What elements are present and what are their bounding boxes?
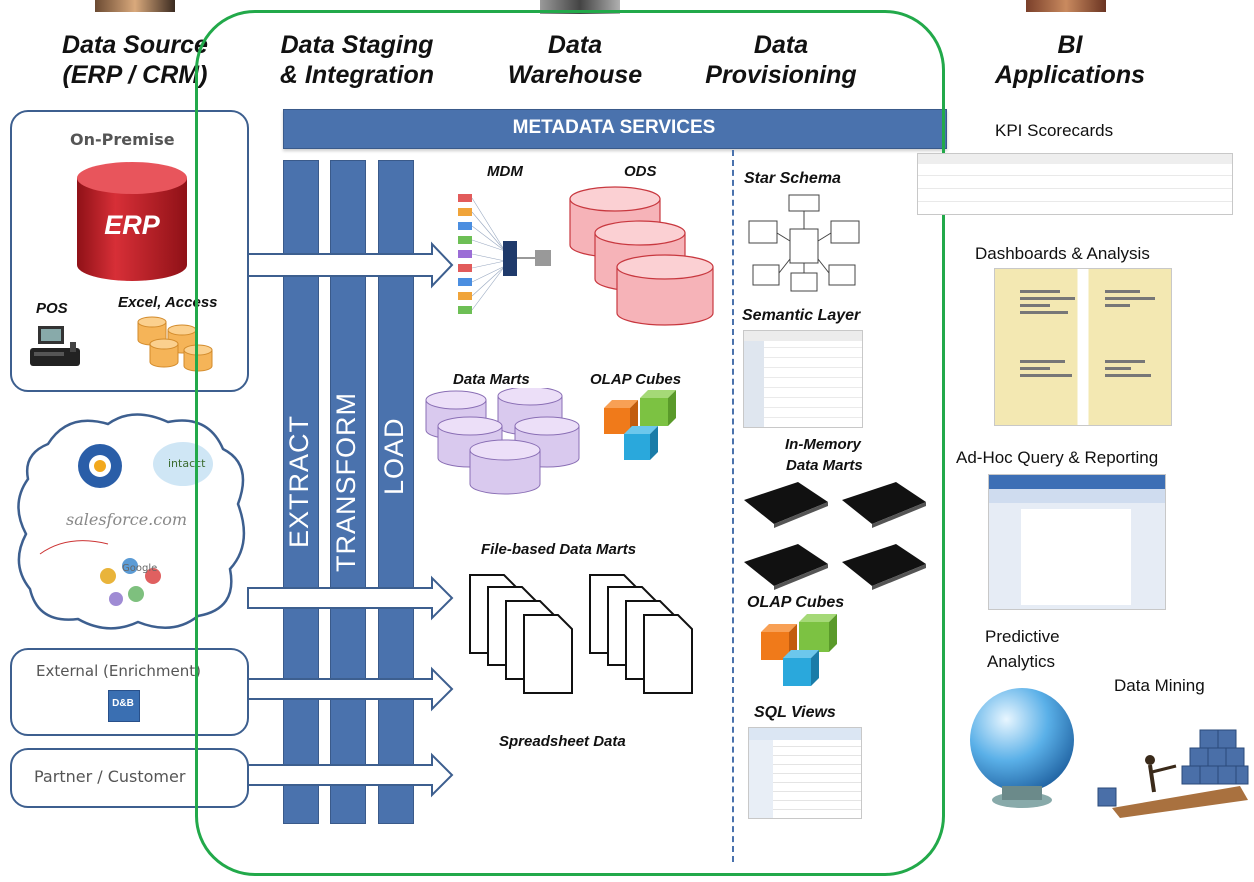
cloud-sources-icon xyxy=(17,413,246,630)
header-bi-applications-line2: Applications xyxy=(994,61,1145,89)
file-based-data-marts-label: File-based Data Marts xyxy=(481,541,637,558)
erp-label: ERP xyxy=(104,210,160,240)
memory-chip-icon-2 xyxy=(842,482,926,528)
spreadsheet-files-icon xyxy=(469,574,693,694)
predictive-label-line1: Predictive xyxy=(985,627,1060,646)
header-data-provisioning: Data Provisioning xyxy=(686,30,876,90)
memory-chip-icon-3 xyxy=(744,544,828,590)
adhoc-screenshot xyxy=(988,474,1166,610)
sql-views-label: SQL Views xyxy=(754,704,836,721)
data-mining-icon xyxy=(1097,729,1249,818)
mdm-label: MDM xyxy=(487,163,523,180)
top-photo-right xyxy=(1026,0,1106,12)
adhoc-label: Ad-Hoc Query & Reporting xyxy=(956,448,1159,467)
external-label: External (Enrichment) xyxy=(36,662,202,680)
excel-access-databases-icon xyxy=(137,316,213,372)
integration-frame xyxy=(195,10,945,876)
in-memory-label-line2: Data Marts xyxy=(786,457,863,474)
header-data-warehouse-line2: Warehouse xyxy=(507,61,643,89)
olap-cubes-provisioning-label: OLAP Cubes xyxy=(747,594,845,611)
erp-database-icon xyxy=(77,162,187,281)
data-mining-label: Data Mining xyxy=(1114,676,1205,695)
olap-cubes-warehouse-icon xyxy=(604,390,676,460)
memory-chip-icon-1 xyxy=(744,482,828,528)
header-data-warehouse-line1: Data xyxy=(547,31,603,59)
ods-label: ODS xyxy=(624,163,657,180)
ods-databases-icon xyxy=(569,186,714,326)
kpi-scorecards-screenshot xyxy=(917,153,1233,215)
in-memory-label-line1: In-Memory xyxy=(785,436,861,453)
star-schema-label: Star Schema xyxy=(744,170,841,187)
provisioning-separator xyxy=(732,150,734,862)
dashboards-label: Dashboards & Analysis xyxy=(975,244,1150,263)
sql-views-screenshot xyxy=(748,727,862,819)
header-data-provisioning-line2: Provisioning xyxy=(705,61,857,89)
partner-label: Partner / Customer xyxy=(34,767,186,786)
metadata-services-label: METADATA SERVICES xyxy=(512,117,716,138)
pos-terminal-icon xyxy=(30,326,80,366)
memory-chip-icon-4 xyxy=(842,544,926,590)
header-data-source-line2: (ERP / CRM) xyxy=(62,61,208,89)
cloud-gear-logo xyxy=(78,444,122,488)
semantic-layer-screenshot xyxy=(743,330,863,428)
dashboards-screenshot xyxy=(994,268,1172,426)
semantic-layer-label: Semantic Layer xyxy=(742,307,861,324)
dnb-logo-label: D&B xyxy=(112,698,134,709)
arrow-on-premise xyxy=(247,241,454,289)
header-data-provisioning-line1: Data xyxy=(753,31,809,59)
header-data-source-line1: Data Source xyxy=(62,31,208,59)
arrow-cloud xyxy=(247,575,454,621)
header-data-staging-line1: Data Staging xyxy=(280,31,434,59)
header-data-source: Data Source (ERP / CRM) xyxy=(40,30,230,90)
kpi-scorecards-label: KPI Scorecards xyxy=(995,121,1114,140)
olap-cubes-provisioning-icon xyxy=(761,614,837,686)
olap-cubes-warehouse-label: OLAP Cubes xyxy=(590,371,682,388)
header-bi-applications: BI Applications xyxy=(975,30,1165,90)
on-premise-label: On-Premise xyxy=(70,130,175,149)
pos-label: POS xyxy=(36,300,68,317)
predictive-crystal-ball-icon xyxy=(970,688,1074,808)
dashboards-bars-icon xyxy=(1020,290,1155,377)
arrow-external xyxy=(247,666,454,712)
data-marts-label: Data Marts xyxy=(453,371,530,388)
predictive-label-line2: Analytics xyxy=(987,652,1056,671)
star-schema-diagram-icon xyxy=(748,194,860,292)
cloud-salesforce-label: salesforce.com xyxy=(66,510,188,529)
arrow-partner xyxy=(247,752,454,798)
mdm-network-icon xyxy=(458,194,551,314)
header-bi-applications-line1: BI xyxy=(1057,31,1083,59)
header-data-staging: Data Staging & Integration xyxy=(262,30,452,90)
header-data-warehouse: Data Warehouse xyxy=(480,30,670,90)
header-data-staging-line2: & Integration xyxy=(279,61,435,89)
partner-box xyxy=(10,748,249,808)
top-photo-left xyxy=(95,0,175,12)
data-marts-databases-icon xyxy=(425,388,580,495)
cloud-google-label: Google xyxy=(122,563,158,574)
dnb-logo xyxy=(108,690,140,722)
spreadsheet-data-label: Spreadsheet Data xyxy=(499,733,626,750)
excel-access-label: Excel, Access xyxy=(118,294,218,311)
metadata-services-bar xyxy=(283,109,947,149)
